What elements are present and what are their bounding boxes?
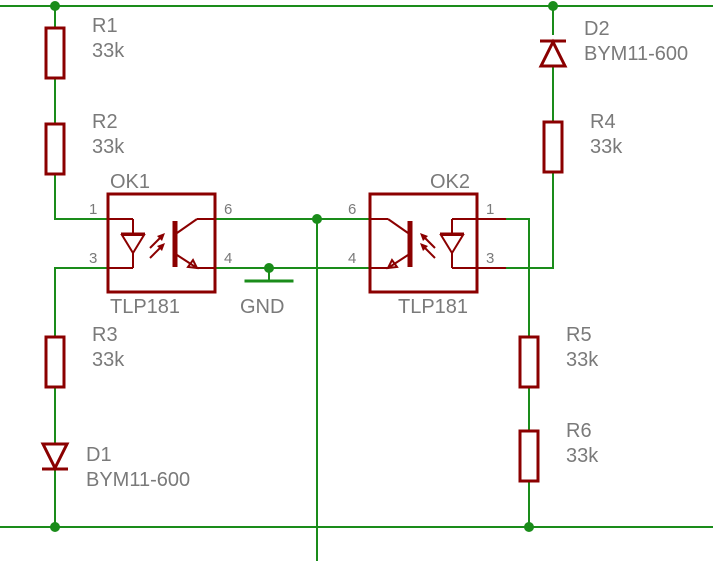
resistor-r2: R2 33k (44, 111, 125, 176)
diode-d2-value: BYM11-600 (584, 43, 688, 65)
ok2-pin-label: 6 (348, 201, 356, 218)
resistor-r6-name: R6 (566, 420, 592, 442)
resistor-r3: R3 33k (44, 324, 125, 389)
ok1-pin-label: 4 (224, 250, 232, 267)
resistor-r1-name: R1 (92, 15, 118, 37)
junctions (50, 1, 558, 532)
diode-d2-name: D2 (584, 18, 610, 40)
optocoupler-ok1-body (106, 192, 217, 294)
diode-d1-name: D1 (86, 444, 112, 466)
resistor-r1-body (44, 26, 66, 80)
ok1-pin-label: 3 (89, 250, 97, 267)
resistor-r2-name: R2 (92, 111, 118, 133)
resistor-r3-name: R3 (92, 324, 118, 346)
resistor-r5: R5 33k (518, 324, 599, 389)
ok2-pin-label: 4 (348, 250, 356, 267)
gnd-label: GND (240, 296, 284, 318)
wires (0, 5, 713, 561)
resistor-r3-body (44, 335, 66, 389)
resistor-r4-name: R4 (590, 111, 616, 133)
optocoupler-ok2-value: TLP181 (398, 296, 468, 318)
optocoupler-ok1: 1 3 6 4 OK1 TLP181 (89, 171, 232, 318)
resistor-r6: R6 33k (518, 420, 599, 483)
resistor-r5-value: 33k (566, 349, 599, 371)
junction-dot (264, 263, 274, 273)
diode-d2: D2 BYM11-600 (538, 18, 688, 68)
diode-d2-triangle (538, 38, 568, 68)
resistor-r1: R1 33k (44, 15, 125, 80)
resistor-r4-body (542, 120, 564, 174)
ok1-pin-label: 6 (224, 201, 232, 218)
diode-d1: D1 BYM11-600 (40, 442, 190, 491)
ok2-pin-label: 1 (486, 201, 494, 218)
led-icon (120, 234, 146, 255)
diode-d1-triangle (40, 442, 70, 472)
resistor-r4: R4 33k (542, 111, 623, 174)
junction-dot (548, 1, 558, 11)
ok1-pin-label: 1 (89, 201, 97, 218)
junction-dot (50, 1, 60, 11)
optocoupler-ok2-body (368, 192, 479, 294)
optocoupler-ok2: 6 4 1 3 OK2 TLP181 (348, 171, 506, 318)
resistor-r1-value: 33k (92, 40, 125, 62)
resistor-r6-value: 33k (566, 445, 599, 467)
resistor-r6-body (518, 429, 540, 483)
optocoupler-ok1-name: OK1 (110, 171, 150, 193)
led-icon (439, 234, 465, 255)
resistor-r2-value: 33k (92, 136, 125, 158)
resistor-r5-name: R5 (566, 324, 592, 346)
diode-d1-value: BYM11-600 (86, 469, 190, 491)
resistor-r3-value: 33k (92, 349, 125, 371)
resistor-r5-body (518, 335, 540, 389)
ok2-pin-label: 3 (486, 250, 494, 267)
junction-dot (524, 522, 534, 532)
resistor-r4-value: 33k (590, 136, 623, 158)
optocoupler-ok2-name: OK2 (430, 171, 470, 193)
junction-dot (312, 214, 322, 224)
resistor-r2-body (44, 122, 66, 176)
junction-dot (50, 522, 60, 532)
optocoupler-ok1-value: TLP181 (110, 296, 180, 318)
